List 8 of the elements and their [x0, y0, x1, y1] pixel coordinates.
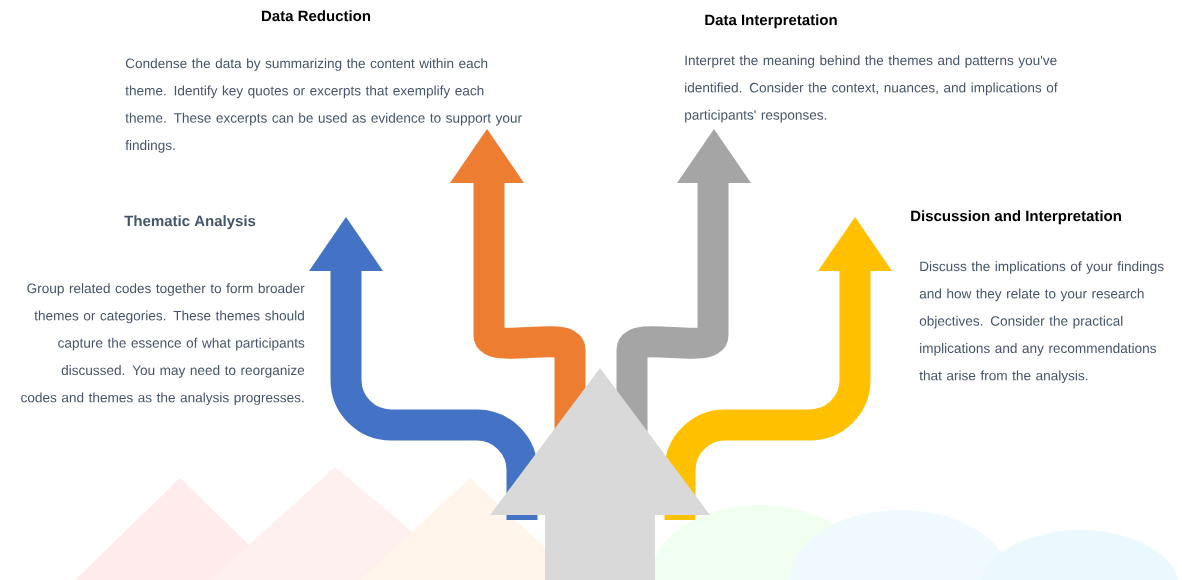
- section-heading: Data Reduction: [262, 10, 371, 22]
- description-text: Group related codes together to form broader themes or categories. These themes should capture the essence of what participants discussed. You may need to reorganize codes and themes as the analysis progresses.: [21, 283, 305, 406]
- description-text: Interpret the meaning behind the themes and patterns you've identified. Consider the context, nuances, and implications of participants' responses.: [685, 55, 1058, 123]
- description-text: Condense the data by summarizing the content within each theme. Identify key quotes or excerpts that exemplify each theme. These excerpts can be used as evidence to support your findings.: [125, 58, 522, 153]
- section-heading: Data Interpretation: [705, 14, 837, 29]
- description-text: Discuss the implications of your findings and how they relate to your research objectives. Consider the practical implications and any recommendations that arise from the analysis.: [919, 261, 1164, 384]
- section-heading: Thematic Analysis: [124, 215, 256, 230]
- section-heading: Discussion and Interpretation: [911, 210, 1121, 225]
